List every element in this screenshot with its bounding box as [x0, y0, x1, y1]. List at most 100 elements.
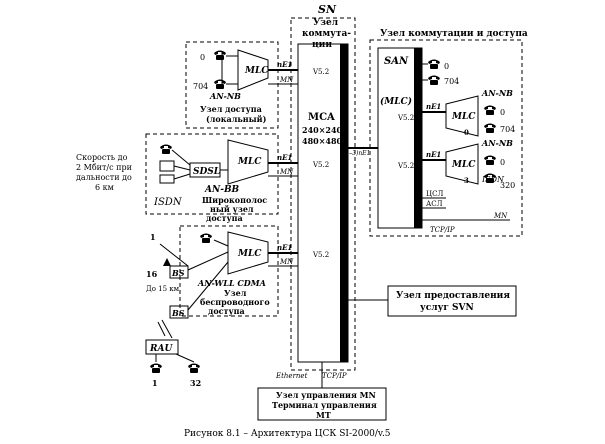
phone-icon [214, 79, 226, 89]
wll-mlc: MLC [237, 249, 262, 259]
local-mlc-shape [237, 49, 269, 91]
phone-icon [484, 155, 496, 165]
bb-anbb: AN-BB [204, 185, 240, 195]
phone-icon [214, 50, 226, 60]
sn-tcpip: TCP/IP [322, 372, 347, 380]
sn-title-3: ции [312, 40, 332, 50]
phone-icon [160, 144, 172, 154]
remote-zero-b: 0 [500, 108, 505, 117]
remote-ne1-b: nE1 [426, 150, 441, 159]
local-anb: AN-NB [209, 91, 241, 101]
wll-ne1: nE1 [277, 243, 292, 252]
bb-speed1: Скорость до [76, 153, 128, 162]
wll-label1: Узел [224, 288, 247, 298]
connector-line [187, 261, 229, 311]
wll-one: 1 [150, 232, 156, 242]
bb-mlc: MLC [237, 157, 262, 167]
remote-zero: 0 [444, 62, 449, 71]
connector-line [173, 165, 191, 171]
local-label2: (локальный) [206, 114, 267, 124]
sn-ethernet: Ethernet [275, 372, 308, 380]
wll-label2: беспроводного [200, 297, 270, 307]
local-704: 704 [193, 82, 208, 91]
isdn-terminal-icon [159, 174, 175, 184]
remote-csl: ЦСЛ [426, 190, 443, 198]
wll-dist: До 15 км [146, 285, 180, 293]
remote-mlc-shape-b [445, 143, 479, 185]
connector-line [187, 251, 229, 271]
bb-ne1: nE1 [277, 153, 292, 162]
local-mlc: MLC [244, 66, 269, 76]
wll-rau: RAU [149, 344, 173, 354]
bb-speed4: 6 км [95, 183, 114, 192]
broadband-frame [145, 133, 279, 215]
mt-box [257, 387, 387, 421]
wll-sixteen: 16 [146, 269, 158, 279]
remote-320: 320 [500, 181, 515, 190]
connector-line [159, 243, 189, 267]
bb-sdsl: SDSL [193, 167, 220, 177]
bb-speed2: 2 Мбит/с при [76, 163, 132, 172]
rau-box [145, 339, 179, 355]
svn-line2: услуг SVN [420, 303, 474, 313]
bs-box-2 [169, 305, 189, 319]
phone-icon [428, 75, 440, 85]
computer-icon [159, 160, 175, 172]
local-access-frame [185, 41, 279, 129]
remote-anb-b: AN-NB [481, 138, 513, 148]
remote-link: (1–3)nE1 [343, 150, 370, 157]
remote-mlc-shape-a [445, 95, 479, 137]
wll-frame [179, 225, 279, 317]
mt-line2: Терминал управления [272, 400, 377, 410]
bb-mn: MN [279, 168, 294, 176]
mt-line1: Узел управления MN [276, 390, 376, 400]
connector-line [213, 239, 229, 247]
remote-704: 704 [444, 77, 459, 86]
bb-v52: V5.2 [312, 161, 329, 169]
wll-bs1: BS [171, 268, 185, 278]
remote-n0-a: 0 [464, 128, 469, 137]
wll-mn: MN [279, 258, 294, 266]
wll-label0: AN-WLL CDMA [197, 278, 266, 288]
wll-label3: доступа [208, 306, 245, 316]
phone-icon [484, 123, 496, 133]
local-label1: Узел доступа [200, 104, 262, 114]
sn-size2: 480×480 [302, 136, 343, 146]
sn-mca: MCA [308, 112, 335, 123]
mt-line3: MT [316, 410, 331, 420]
local-mn: MN [279, 76, 294, 84]
connector-line [171, 149, 191, 166]
remote-isdn: ISDN [481, 175, 505, 184]
remote-704-b: 704 [500, 125, 515, 134]
remote-n3: 3 [464, 176, 469, 185]
sn-title-1: Узел [313, 18, 339, 28]
sn-size1: 240×240 [302, 125, 343, 135]
local-ne1: nE1 [277, 60, 292, 69]
figure-caption: Рисунок 8.1 – Архитектура ЦСК SI-2000/v.… [184, 429, 391, 439]
antenna-icon [163, 258, 171, 266]
remote-zero-c: 0 [500, 158, 505, 167]
phone-icon [200, 233, 212, 243]
remote-v52-b: V5.2 [397, 162, 414, 170]
remote-mlc-b: MLC [451, 160, 476, 170]
bb-isdn: ISDN [153, 197, 183, 208]
phone-icon [484, 105, 496, 115]
sn-title-2: коммута- [302, 29, 351, 39]
remote-title: Узел коммутации и доступа [380, 29, 528, 39]
bb-label3: доступа [206, 213, 243, 223]
remote-anb-a: AN-NB [481, 88, 513, 98]
remote-frame [369, 39, 523, 237]
remote-ne1-a: nE1 [426, 102, 441, 111]
wll-bs2: BS [171, 308, 185, 318]
remote-tcpip: TCP/IP [430, 226, 455, 234]
phone-icon [150, 363, 162, 373]
remote-v52-a: V5.2 [397, 114, 414, 122]
remote-san: SAN [384, 56, 409, 67]
bb-speed3: дальности до [76, 173, 132, 182]
svn-line1: Узел предоставления [396, 291, 510, 301]
wll-v52: V5.2 [312, 251, 329, 259]
bb-label2: ный узел [210, 204, 254, 214]
phone-icon [188, 363, 200, 373]
